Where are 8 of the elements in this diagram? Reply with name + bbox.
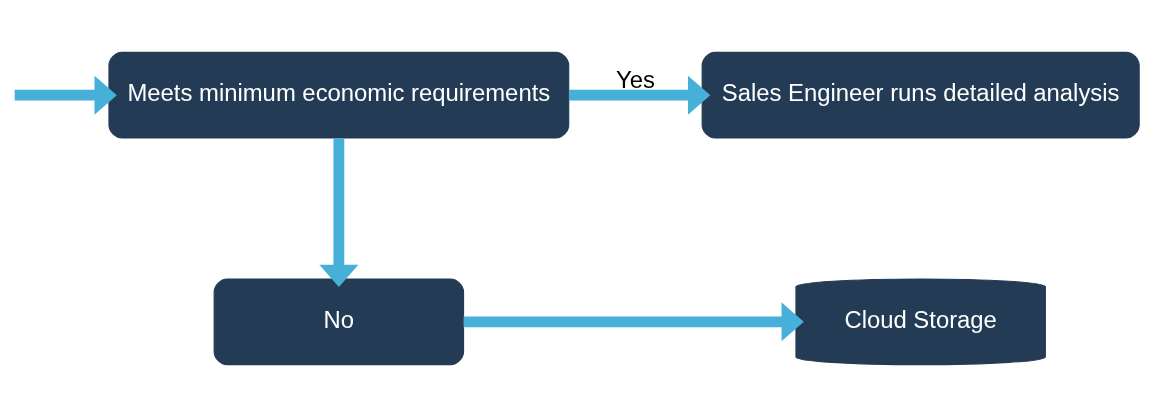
node-box: Sales Engineer runs detailed analysis <box>701 51 1140 139</box>
arrow <box>319 137 359 287</box>
node-box: No <box>213 277 465 365</box>
edge-label: Yes <box>616 65 655 93</box>
node-box: Meets minimum economic requirements <box>108 51 570 139</box>
arrow <box>569 75 711 115</box>
arrow <box>14 75 117 115</box>
arrow <box>463 301 804 341</box>
